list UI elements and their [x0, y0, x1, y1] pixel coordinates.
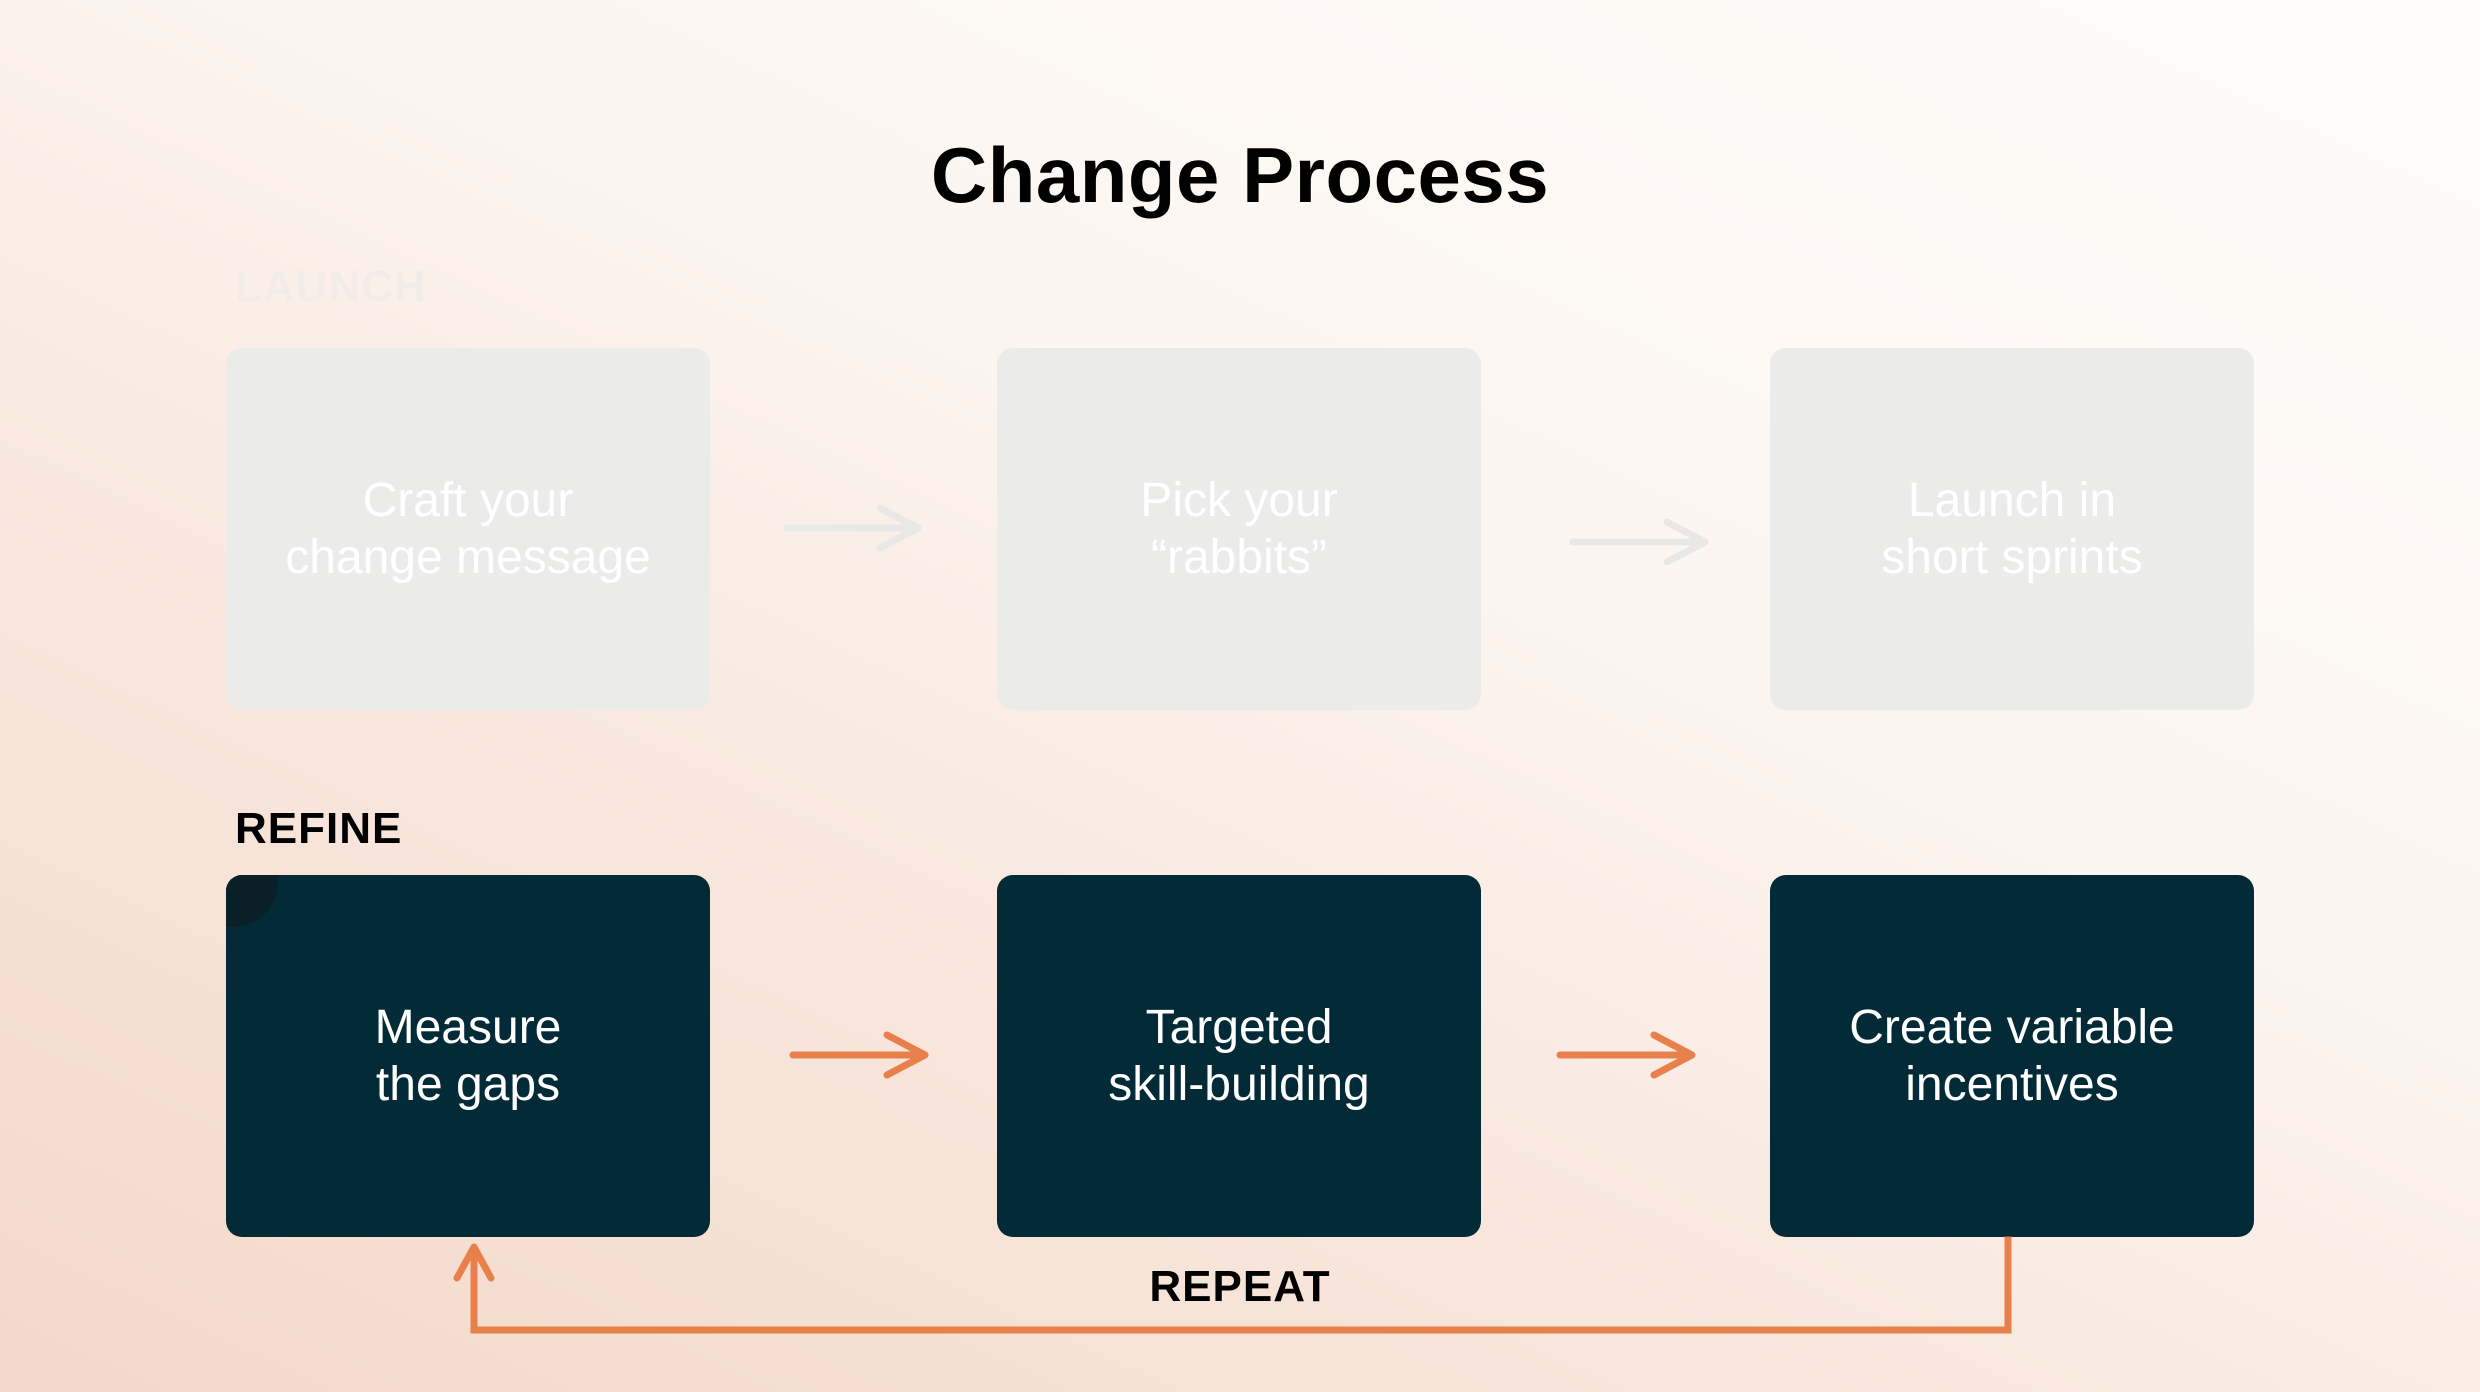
launch-step-2-text: Pick your “rabbits” — [1140, 474, 1338, 584]
launch-arrow-2 — [1569, 518, 1709, 566]
refine-arrow-2 — [1556, 1031, 1696, 1079]
launch-step-1: Craft your change message — [226, 348, 710, 710]
launch-step-2: Pick your “rabbits” — [997, 348, 1481, 710]
repeat-loop-arrow — [453, 1236, 2012, 1334]
refine-step-2: Targeted skill-building — [997, 875, 1481, 1237]
repeat-label: REPEAT — [1149, 1262, 1331, 1311]
refine-arrow-1 — [789, 1031, 929, 1079]
refine-step-1-text: Measure the gaps — [374, 1001, 562, 1111]
refine-section-label: REFINE — [235, 804, 403, 853]
refine-step-3-text: Create variable incentives — [1849, 1001, 2175, 1111]
launch-step-3: Launch in short sprints — [1770, 348, 2254, 710]
refine-step-2-text: Targeted skill-building — [1108, 1001, 1370, 1111]
launch-section-label: LAUNCH — [235, 262, 427, 311]
refine-step-1: Measure the gaps — [226, 875, 710, 1237]
launch-arrow-1 — [783, 504, 922, 552]
refine-step-3: Create variable incentives — [1770, 875, 2254, 1237]
launch-step-3-text: Launch in short sprints — [1881, 474, 2143, 584]
launch-step-1-text: Craft your change message — [285, 474, 651, 584]
page-title: Change Process — [930, 131, 1550, 219]
